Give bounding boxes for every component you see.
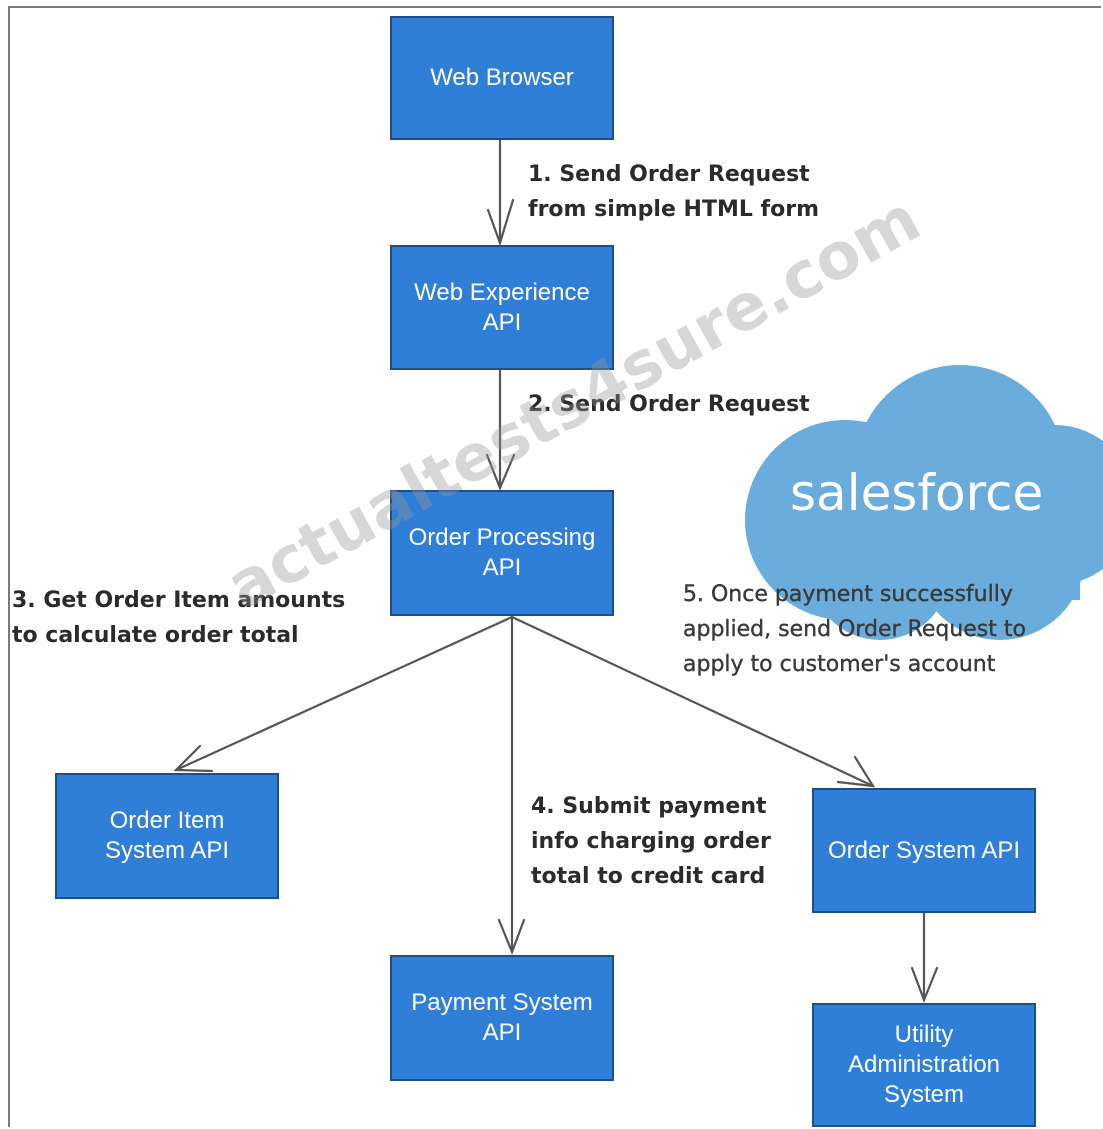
node-web-experience-api: Web Experience API [390, 245, 614, 370]
label-step-2: 2. Send Order Request [528, 392, 810, 417]
label-step-4: 4. Submit payment info charging order to… [531, 794, 771, 889]
node-order-item-system-api: Order Item System API [55, 773, 279, 899]
diagram-frame [8, 6, 1101, 1127]
node-payment-system-api: Payment System API [390, 955, 614, 1081]
label-step-5: 5. Once payment successfully applied, se… [683, 582, 1026, 677]
label-step-3: 3. Get Order Item amounts to calculate o… [12, 588, 346, 648]
salesforce-logo-text: salesforce [790, 464, 1044, 522]
arrowhead-order-processing-to-order-system [836, 755, 876, 788]
arrow-order-processing-to-order-item [174, 615, 514, 772]
arrowhead-order-system-to-utility-admin [910, 966, 939, 1004]
arrow-order-processing-to-order-system [510, 615, 875, 788]
node-web-browser: Web Browser [390, 16, 614, 140]
node-utility-administration-system: Utility Administration System [812, 1003, 1036, 1127]
arrowhead-order-processing-to-payment [497, 918, 526, 956]
node-order-processing-api: Order Processing API [390, 490, 614, 616]
label-step-1: 1. Send Order Request from simple HTML f… [528, 162, 819, 222]
arrowhead-browser-to-web-experience [486, 198, 515, 247]
arrowhead-web-experience-to-order-processing [485, 453, 516, 491]
node-order-system-api: Order System API [812, 788, 1036, 913]
arrowhead-order-processing-to-order-item [173, 744, 214, 773]
